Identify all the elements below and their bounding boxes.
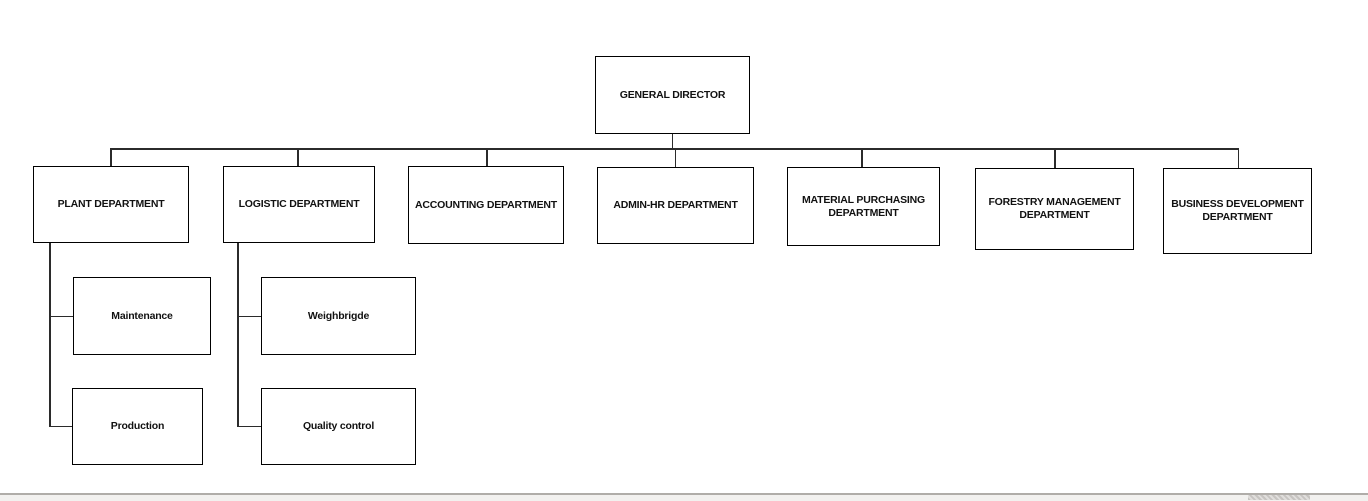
org-node-material-purchasing-department[interactable]: MATERIAL PURCHASING DEPARTMENT [787, 167, 940, 246]
connector-plant-stem [49, 243, 51, 427]
org-node-label: ACCOUNTING DEPARTMENT [414, 198, 558, 211]
connector-logistic-weighbridge [237, 315, 261, 317]
org-node-logistic-department[interactable]: LOGISTIC DEPARTMENT [223, 166, 375, 243]
org-node-business-development-department[interactable]: BUSINESS DEVELOPMENT DEPARTMENT [1163, 168, 1312, 254]
org-node-maintenance[interactable]: Maintenance [73, 277, 211, 355]
connector-plant-production [49, 425, 72, 427]
org-node-plant-department[interactable]: PLANT DEPARTMENT [33, 166, 189, 243]
org-node-label: MATERIAL PURCHASING DEPARTMENT [802, 193, 925, 219]
org-node-label: Maintenance [111, 309, 173, 322]
org-node-weighbridge[interactable]: Weighbrigde [261, 277, 416, 355]
org-node-admin-hr-department[interactable]: ADMIN-HR DEPARTMENT [597, 167, 754, 244]
org-node-accounting-department[interactable]: ACCOUNTING DEPARTMENT [408, 166, 564, 244]
org-node-label: Weighbrigde [307, 309, 370, 322]
org-node-general-director[interactable]: GENERAL DIRECTOR [595, 56, 750, 134]
org-node-label: PLANT DEPARTMENT [57, 198, 165, 210]
org-node-label: Production [110, 420, 165, 432]
connector-root-stem [671, 134, 673, 148]
org-node-label: Quality control [302, 420, 375, 432]
connector-drop-plant [110, 148, 112, 166]
connector-logistic-quality-control [237, 425, 261, 427]
org-node-label: FORESTRY MANAGEMENT DEPARTMENT [988, 196, 1121, 221]
org-node-production[interactable]: Production [72, 388, 203, 465]
org-node-label: BUSINESS DEVELOPMENT DEPARTMENT [1171, 198, 1304, 223]
connector-drop-logistic [297, 148, 299, 166]
connector-logistic-stem [237, 243, 239, 427]
connector-drop-forestry [1054, 148, 1056, 168]
scrollbar-divider [0, 493, 1368, 495]
org-node-quality-control[interactable]: Quality control [261, 388, 416, 465]
org-node-label: GENERAL DIRECTOR [619, 88, 726, 101]
connector-drop-accounting [486, 148, 488, 166]
connector-drop-admin-hr [674, 148, 676, 167]
connector-drop-material [861, 148, 863, 167]
org-node-label: ADMIN-HR DEPARTMENT [613, 199, 738, 211]
horizontal-scrollbar-track[interactable] [0, 494, 1368, 501]
org-node-forestry-management-department[interactable]: FORESTRY MANAGEMENT DEPARTMENT [975, 168, 1134, 250]
horizontal-scrollbar-thumb[interactable] [1248, 495, 1310, 500]
org-node-label: LOGISTIC DEPARTMENT [238, 198, 360, 210]
connector-drop-business [1237, 148, 1239, 168]
connector-plant-maintenance [49, 315, 73, 317]
